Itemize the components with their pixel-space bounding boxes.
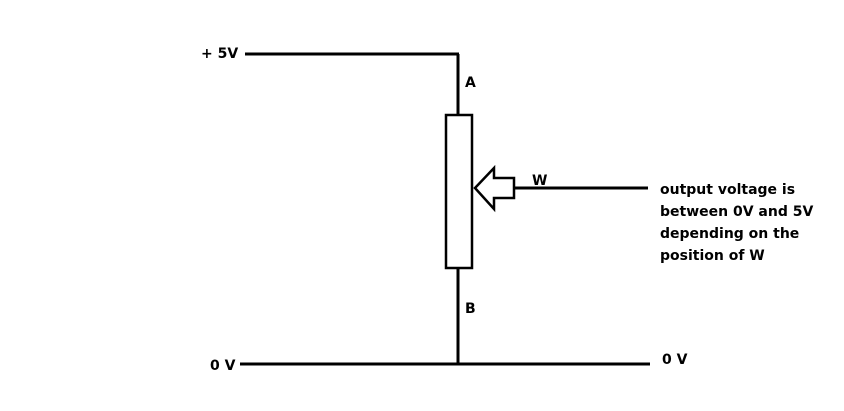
- note-line: depending on the: [660, 226, 800, 242]
- note-line: output voltage is: [660, 182, 796, 198]
- note-line: position of W: [660, 248, 765, 264]
- wiper-label: W: [532, 173, 548, 189]
- note-line: between 0V and 5V: [660, 204, 814, 220]
- terminal-b-label: B: [465, 301, 476, 317]
- output-note: output voltage is between 0V and 5V depe…: [660, 179, 813, 267]
- supply-label: + 5V: [201, 46, 239, 62]
- potentiometer-body: [444, 113, 474, 270]
- terminal-a-label: A: [465, 75, 476, 91]
- ground-right-label: 0 V: [662, 352, 688, 368]
- wiper-arrow-icon: [473, 164, 516, 213]
- ground-left-label: 0 V: [210, 358, 236, 374]
